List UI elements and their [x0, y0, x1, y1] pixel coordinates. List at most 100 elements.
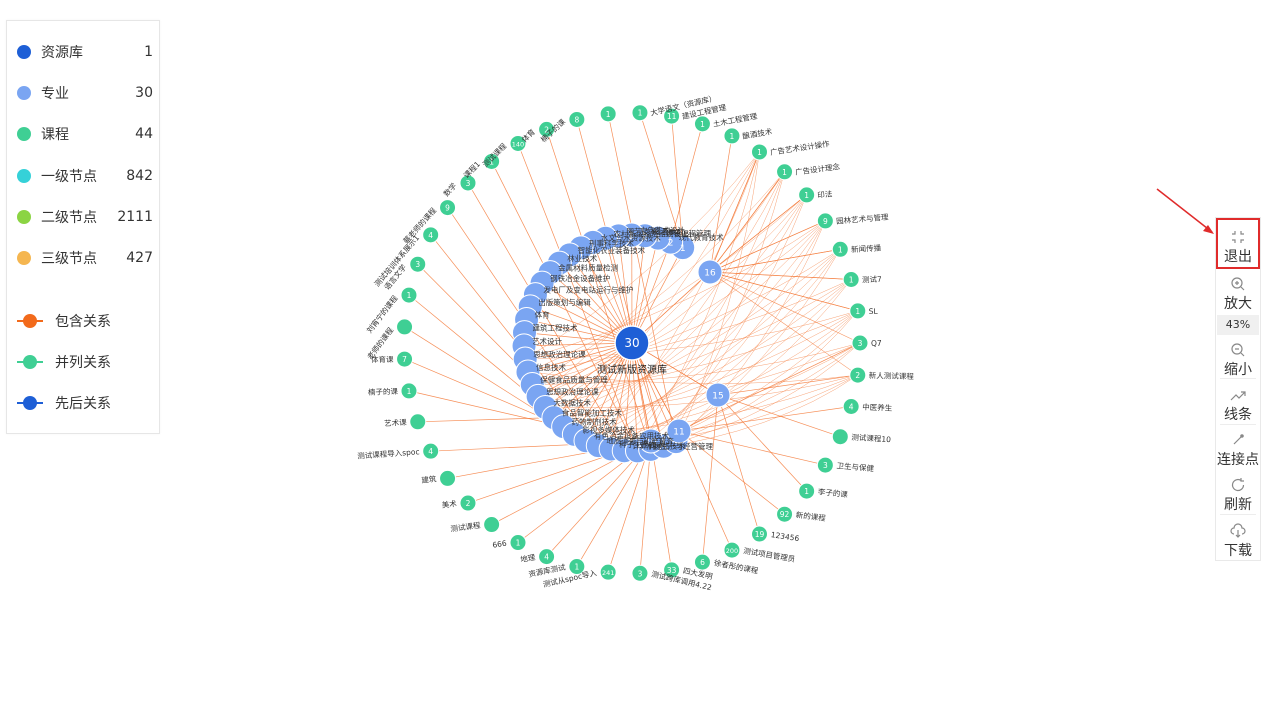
edge — [598, 310, 858, 446]
course-node[interactable] — [409, 413, 427, 431]
edge — [532, 249, 841, 385]
course-node[interactable] — [816, 212, 834, 230]
major-node-value: 11 — [673, 428, 684, 438]
lines-button[interactable]: 线条 — [1216, 387, 1260, 424]
connect-point-button[interactable]: 连接点 — [1216, 432, 1260, 469]
edge — [574, 374, 858, 435]
course-node[interactable] — [750, 525, 768, 543]
major-label: 作物生产与经营管理 — [645, 441, 713, 451]
course-node[interactable] — [693, 553, 711, 571]
course-node[interactable] — [723, 541, 741, 559]
course-label: 园林艺术与管理 — [836, 211, 890, 225]
course-node-value: 1 — [757, 148, 762, 157]
edge — [709, 171, 785, 273]
download-button[interactable]: 下载 — [1216, 523, 1260, 560]
course-node-value: 6 — [700, 558, 705, 567]
course-node[interactable] — [459, 494, 477, 512]
course-node[interactable] — [396, 318, 414, 336]
edge — [545, 128, 651, 450]
course-node[interactable] — [400, 286, 418, 304]
course-node[interactable] — [409, 255, 427, 273]
relation-item-1[interactable]: 并列关系 — [17, 351, 111, 373]
major-node[interactable] — [638, 428, 664, 454]
course-node[interactable] — [631, 564, 649, 582]
course-node[interactable] — [663, 561, 681, 579]
major-label: 艺术设计 — [532, 336, 562, 346]
edge — [624, 171, 785, 451]
course-node[interactable] — [459, 174, 477, 192]
course-node[interactable] — [776, 163, 794, 181]
course-node[interactable] — [750, 143, 768, 161]
course-node[interactable] — [663, 107, 681, 125]
course-node[interactable] — [483, 516, 501, 534]
course-node[interactable] — [439, 199, 457, 217]
course-node[interactable] — [568, 558, 586, 576]
major-node-value: 5 — [616, 232, 622, 242]
course-node[interactable] — [816, 456, 834, 474]
relation-line-icon — [17, 314, 43, 328]
course-node[interactable] — [509, 534, 527, 552]
exit-fullscreen-button[interactable]: 退出 — [1216, 229, 1260, 266]
course-label: 体育课 — [371, 354, 394, 364]
center-node[interactable] — [614, 325, 650, 361]
course-node[interactable] — [483, 152, 501, 170]
relation-item-2[interactable]: 先后关系 — [17, 392, 111, 414]
edge — [717, 394, 761, 535]
edge — [574, 194, 807, 435]
course-node[interactable] — [538, 120, 556, 138]
course-node[interactable] — [831, 240, 849, 258]
course-node[interactable] — [400, 382, 418, 400]
course-label: 123456 — [770, 530, 800, 543]
zoom-out-label: 缩小 — [1224, 362, 1252, 378]
relation-item-0[interactable]: 包含关系 — [17, 310, 111, 332]
refresh-button[interactable]: 刷新 — [1216, 477, 1260, 514]
course-node[interactable] — [538, 548, 556, 566]
major-node[interactable] — [697, 259, 723, 285]
course-node[interactable] — [599, 105, 617, 123]
legend-dot — [17, 127, 31, 141]
course-node[interactable] — [422, 226, 440, 244]
legend-label: 二级节点 — [41, 210, 97, 226]
course-node[interactable] — [439, 469, 457, 487]
course-node[interactable] — [568, 110, 586, 128]
major-node[interactable] — [705, 382, 731, 408]
major-node[interactable] — [666, 418, 692, 444]
course-node[interactable] — [842, 270, 860, 288]
course-node[interactable] — [599, 563, 617, 581]
course-node[interactable] — [422, 442, 440, 460]
course-node[interactable] — [693, 115, 711, 133]
major-label: 思想政治理论课 — [533, 349, 586, 359]
course-node[interactable] — [631, 104, 649, 122]
major-label: 保健食品质量与管理 — [540, 375, 608, 385]
course-node-value: 140 — [512, 140, 524, 148]
zoom-in-button[interactable]: 放大 — [1216, 276, 1260, 313]
course-label: 卫生与保健 — [836, 460, 875, 473]
edge — [631, 342, 665, 447]
edge — [637, 151, 760, 451]
course-node-value: 4 — [849, 403, 854, 412]
refresh-icon — [1231, 478, 1245, 492]
course-node[interactable] — [831, 428, 849, 446]
course-node-value: 1 — [782, 168, 787, 177]
course-node[interactable] — [396, 350, 414, 368]
major-label: 林业技术 — [567, 253, 597, 263]
course-node[interactable] — [798, 482, 816, 500]
course-node[interactable] — [842, 398, 860, 416]
edge — [678, 405, 852, 432]
course-node[interactable] — [851, 334, 869, 352]
course-node[interactable] — [509, 134, 527, 152]
course-node[interactable] — [798, 186, 816, 204]
edge — [592, 241, 633, 344]
course-node[interactable] — [849, 302, 867, 320]
course-node[interactable] — [776, 505, 794, 523]
course-node[interactable] — [849, 366, 867, 384]
course-node[interactable] — [723, 127, 741, 145]
zoom-out-button[interactable]: 缩小 — [1216, 342, 1260, 379]
